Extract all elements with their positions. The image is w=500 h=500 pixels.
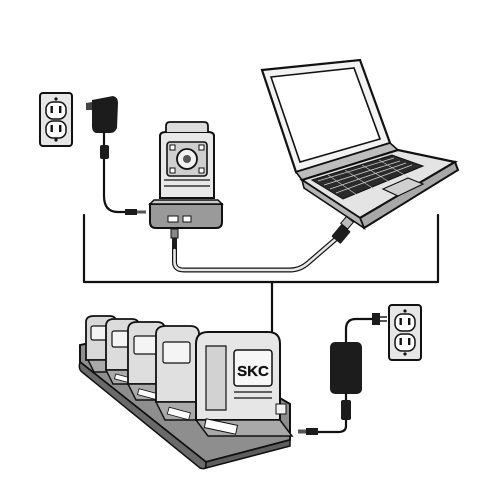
connection-bracket — [82, 213, 440, 342]
brand-label: SKC — [237, 363, 269, 380]
multi-unit-charging-station-icon: SKC — [78, 315, 294, 470]
laptop-icon — [260, 58, 460, 231]
power-outlet-icon — [388, 304, 422, 361]
charger-unit — [154, 325, 210, 421]
power-brick-icon — [298, 313, 387, 435]
usb-cable-icon — [170, 215, 355, 273]
power-adapter-icon — [86, 96, 146, 215]
power-outlet-icon — [39, 92, 73, 147]
single-charging-cradle-icon — [148, 121, 224, 229]
charger-unit — [194, 331, 294, 437]
